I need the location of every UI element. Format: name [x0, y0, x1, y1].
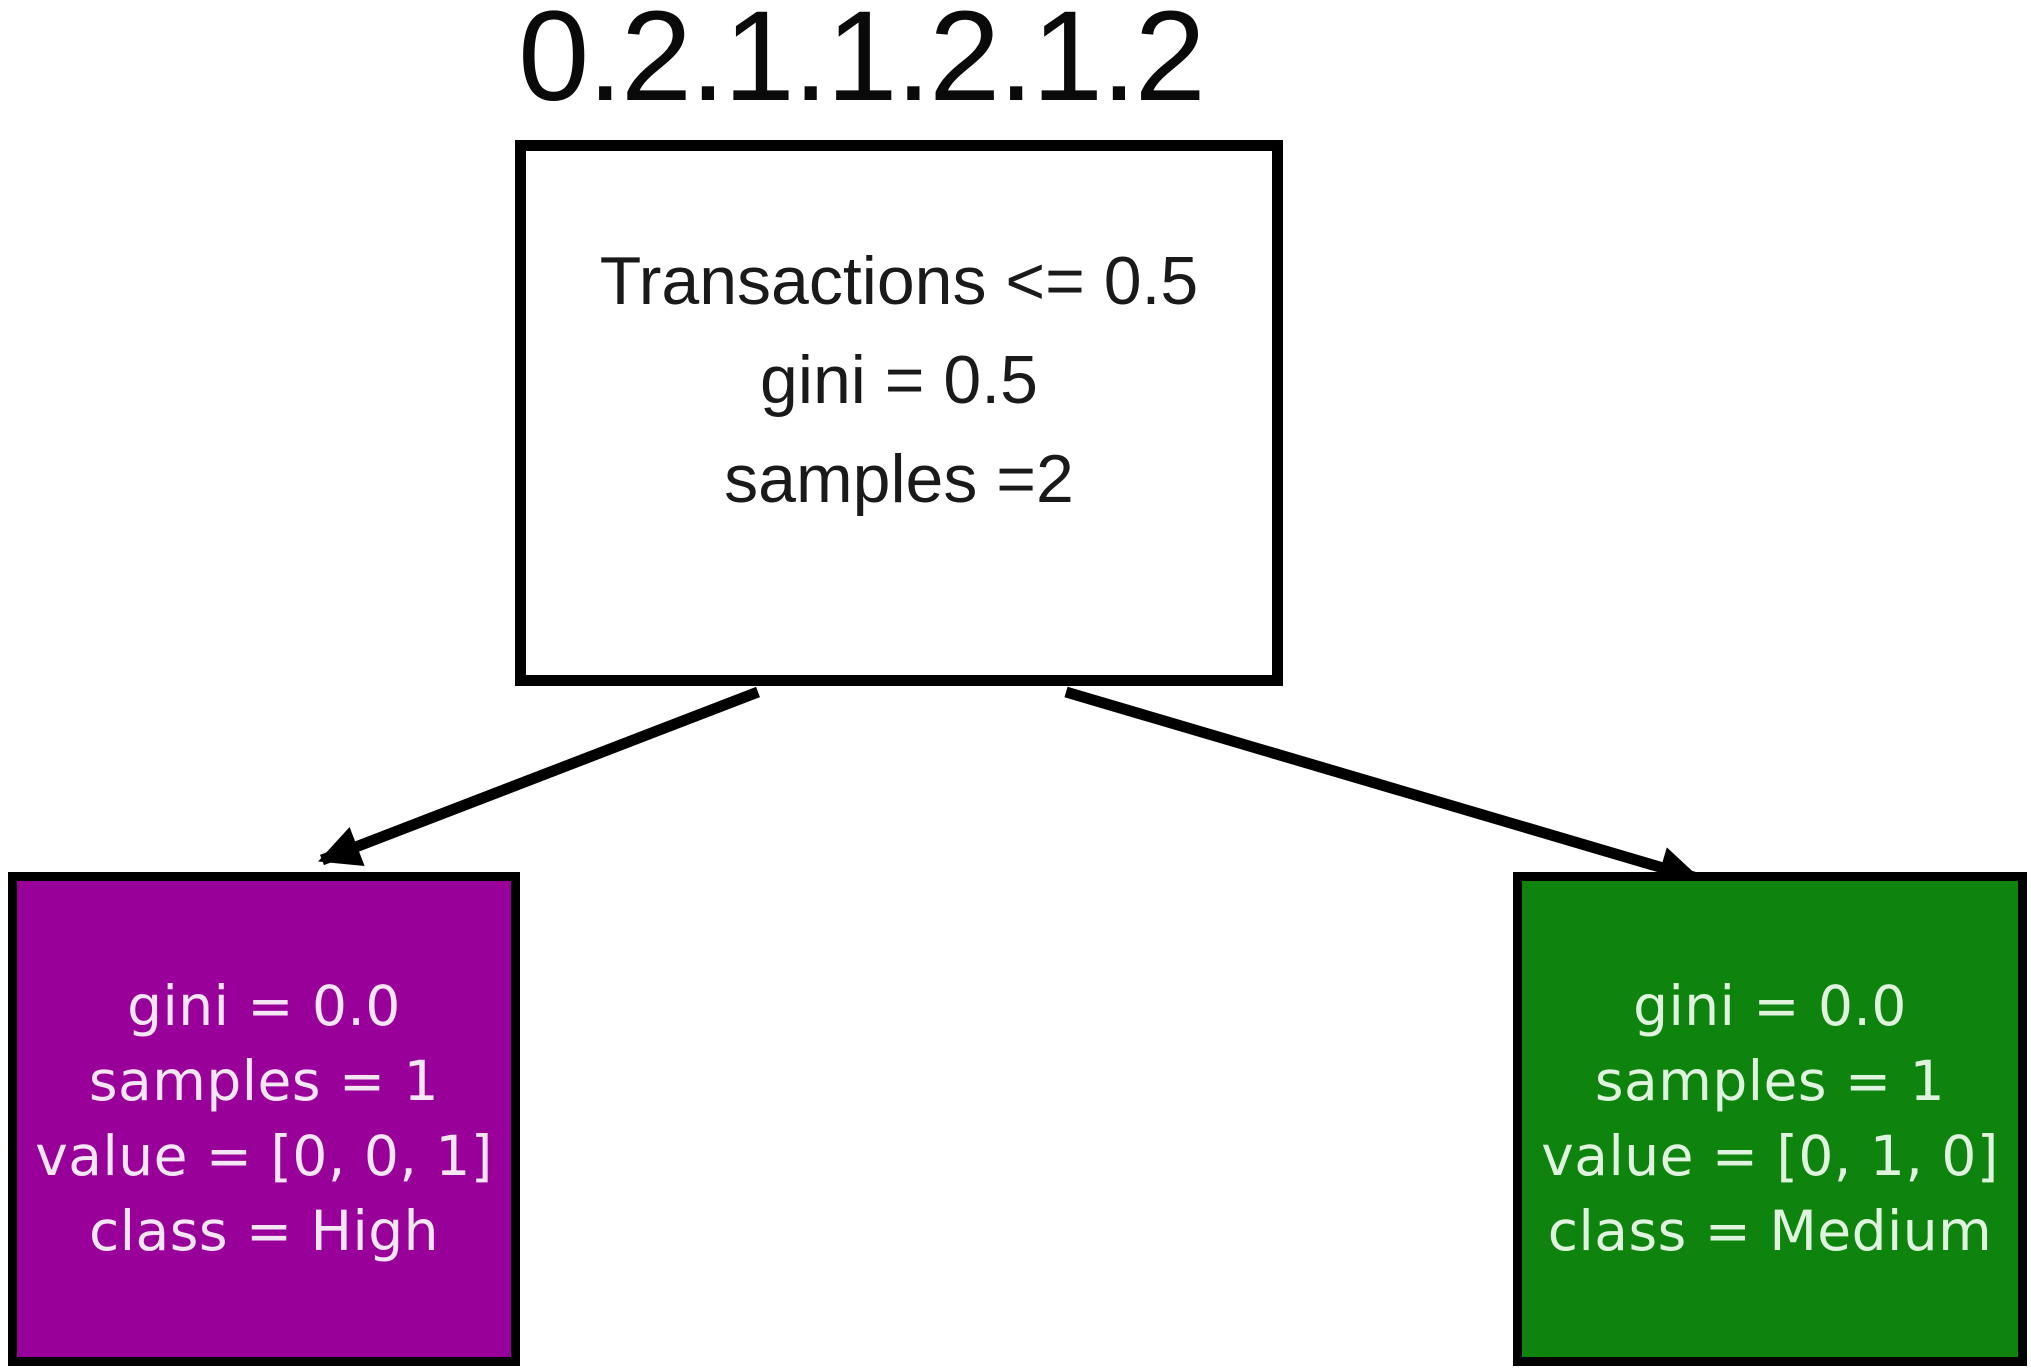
root-node-gini: gini = 0.5	[760, 342, 1038, 418]
root-node-samples: samples =2	[724, 441, 1074, 517]
leaf-node-medium: gini = 0.0 samples = 1 value = [0, 1, 0]…	[1513, 872, 2027, 1366]
right-leaf-samples: samples = 1	[1594, 1049, 1946, 1113]
left-leaf-class: class = High	[89, 1199, 439, 1263]
right-leaf-class: class = Medium	[1547, 1199, 1993, 1263]
left-leaf-samples: samples = 1	[88, 1049, 440, 1113]
left-leaf-value: value = [0, 0, 1]	[35, 1124, 493, 1188]
left-leaf-gini: gini = 0.0	[127, 974, 401, 1038]
root-node: Transactions <= 0.5 gini = 0.5 samples =…	[515, 140, 1283, 686]
right-leaf-gini: gini = 0.0	[1633, 974, 1907, 1038]
figure-title: 0.2.1.1.2.1.2	[518, 0, 1206, 128]
right-branch-arrow	[1064, 686, 1702, 888]
left-branch-arrow	[318, 686, 760, 866]
right-leaf-value: value = [0, 1, 0]	[1541, 1124, 1999, 1188]
root-node-condition: Transactions <= 0.5	[599, 243, 1199, 319]
leaf-node-high: gini = 0.0 samples = 1 value = [0, 0, 1]…	[8, 872, 520, 1366]
